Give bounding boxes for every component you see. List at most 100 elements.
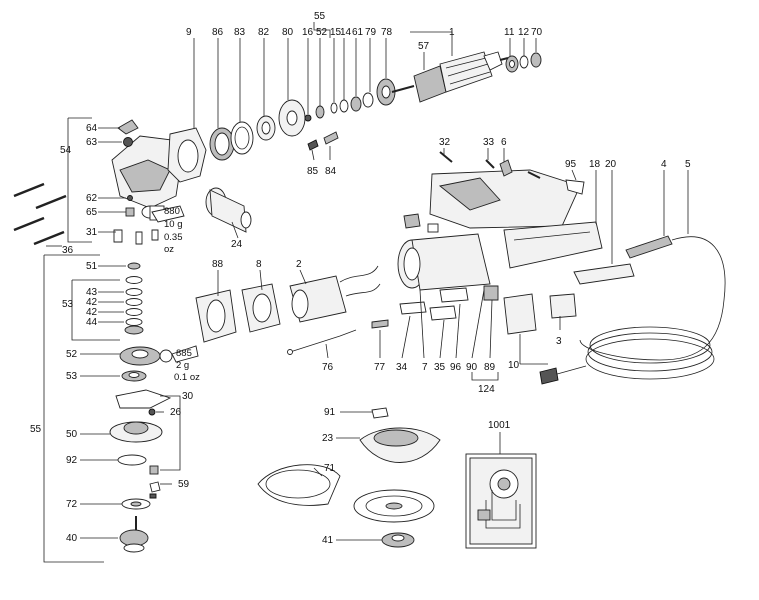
label-124: 124 <box>478 384 495 395</box>
bearing-86 <box>209 127 235 161</box>
screws-32-33-6 <box>439 151 541 179</box>
grease-880-oz: 0.35 <box>164 232 183 243</box>
shim-91 <box>371 407 389 419</box>
label-12: 12 <box>518 27 530 38</box>
label-96: 96 <box>450 362 462 373</box>
key-85-84 <box>307 131 339 151</box>
label-8: 8 <box>256 259 262 270</box>
label-15: 15 <box>330 27 342 38</box>
gear-52 <box>119 346 173 366</box>
label-76: 76 <box>322 362 334 373</box>
label-24: 24 <box>231 239 243 250</box>
grease-880-unit: oz <box>164 244 174 255</box>
guard-71 <box>257 464 341 506</box>
label-41: 41 <box>322 535 334 546</box>
label-2: 2 <box>296 259 302 270</box>
label-23: 23 <box>322 433 334 444</box>
screw-59 <box>149 465 161 499</box>
label-55-left: 55 <box>30 424 42 435</box>
grease-885-qty: 2 g <box>176 360 189 371</box>
label-54: 54 <box>60 145 72 156</box>
flange-9 <box>167 127 207 183</box>
spring-83 <box>230 121 254 155</box>
nut-63 <box>123 137 133 147</box>
label-86: 86 <box>212 27 224 38</box>
armature-1 <box>391 51 509 103</box>
label-62: 62 <box>86 193 98 204</box>
labels-35-96 <box>399 287 469 321</box>
cable-76 <box>287 329 357 355</box>
label-78: 78 <box>381 27 393 38</box>
label-9: 9 <box>186 27 192 38</box>
grease-880-qty: 10 g <box>164 219 183 230</box>
label-10: 10 <box>508 360 520 371</box>
grease-885-callout <box>171 345 199 363</box>
flange-50 <box>109 421 163 443</box>
label-7: 7 <box>422 362 428 373</box>
washer-stack <box>124 262 144 335</box>
label-26: 26 <box>170 407 182 418</box>
screws-36 <box>13 182 67 247</box>
grease-885-oz: 0.1 oz <box>174 372 200 383</box>
label-53-upper: 53 <box>62 299 74 310</box>
label-95: 95 <box>565 159 577 170</box>
label-16: 16 <box>302 27 314 38</box>
label-80: 80 <box>282 27 294 38</box>
label-63: 63 <box>86 137 98 148</box>
label-64: 64 <box>86 123 98 134</box>
housing-upper <box>429 169 581 229</box>
label-20: 20 <box>605 159 617 170</box>
label-40: 40 <box>66 533 78 544</box>
label-59: 59 <box>178 479 190 490</box>
grease-885-number: 885 <box>176 348 192 359</box>
label-30: 30 <box>182 391 194 402</box>
disc-80 <box>278 99 306 137</box>
label-90: 90 <box>466 362 478 373</box>
cover-88 <box>195 289 237 343</box>
label-79: 79 <box>365 27 377 38</box>
bearing-78 <box>376 78 396 106</box>
label-52-left: 52 <box>66 349 78 360</box>
washer-72 <box>121 498 151 510</box>
bearings-11-12-70 <box>505 52 542 73</box>
label-1: 1 <box>449 27 455 38</box>
label-50: 50 <box>66 429 78 440</box>
nut-41 <box>381 532 415 548</box>
guard-23 <box>359 427 441 463</box>
clip-right <box>403 213 439 233</box>
power-cord <box>539 235 726 385</box>
label-6: 6 <box>501 137 507 148</box>
ring-82 <box>256 115 276 141</box>
disc <box>353 489 435 523</box>
label-92: 92 <box>66 455 78 466</box>
label-32: 32 <box>439 137 451 148</box>
stator-2 <box>289 265 381 323</box>
label-36: 36 <box>62 245 74 256</box>
motor-housing-7 <box>397 233 491 291</box>
cover-8 <box>241 283 281 333</box>
grease-880-number: 880 <box>164 206 180 217</box>
label-70: 70 <box>531 27 543 38</box>
label-57: 57 <box>418 41 430 52</box>
label-1001: 1001 <box>488 420 511 431</box>
bracket-54 <box>67 117 92 243</box>
label-42-a: 42 <box>86 297 98 308</box>
part-number-labels: 9 86 83 82 80 55 16 52 15 14 61 79 78 1 … <box>30 11 691 546</box>
switch-20 <box>573 263 635 285</box>
label-83: 83 <box>234 27 246 38</box>
label-82: 82 <box>258 27 270 38</box>
leader-lines <box>80 22 689 541</box>
label-77: 77 <box>374 362 386 373</box>
label-61: 61 <box>352 27 364 38</box>
label-18: 18 <box>589 159 601 170</box>
label-88: 88 <box>212 259 224 270</box>
label-91: 91 <box>324 407 336 418</box>
label-31: 31 <box>86 227 98 238</box>
label-85: 85 <box>307 166 319 177</box>
label-55-top: 55 <box>314 11 326 22</box>
label-5: 5 <box>685 159 691 170</box>
bearing-53 <box>121 370 147 382</box>
label-44: 44 <box>86 317 98 328</box>
label-14: 14 <box>340 27 352 38</box>
label-89: 89 <box>484 362 496 373</box>
